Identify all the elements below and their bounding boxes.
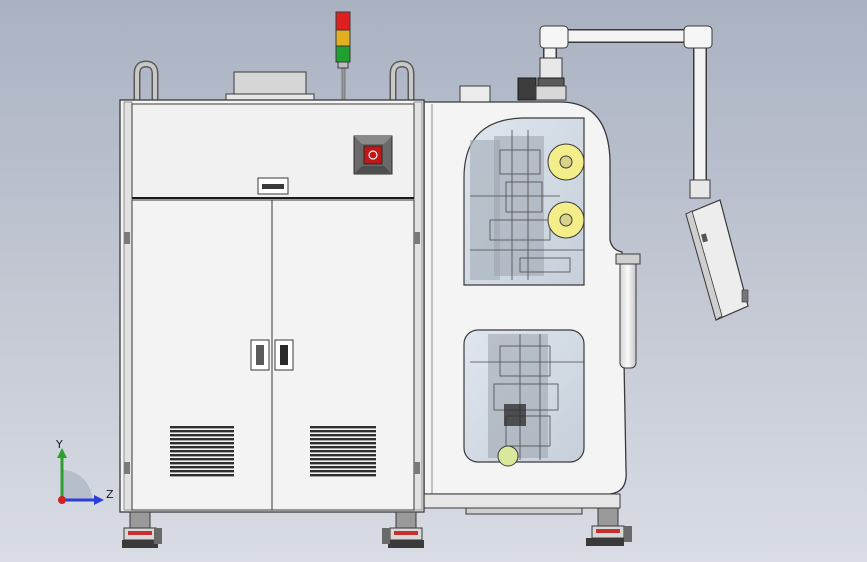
vent-slat: [170, 442, 234, 445]
vent-grille-right: [310, 426, 376, 477]
vent-slat: [170, 446, 234, 449]
vent-slat: [170, 430, 234, 433]
vent-grille-left: [170, 426, 234, 477]
vent-slat: [170, 462, 234, 465]
vent-slat: [170, 470, 234, 473]
vent-slat: [170, 474, 234, 477]
vent-slat: [310, 442, 376, 445]
vent-slat: [170, 454, 234, 457]
vent-slat: [170, 426, 234, 429]
y-axis-arrow: [57, 448, 67, 458]
axis-triad: Y Z: [55, 438, 114, 505]
left-cabinet: [119, 11, 425, 513]
y-axis-label: Y: [55, 438, 63, 451]
vent-slat: [310, 434, 376, 437]
vent-slat: [170, 434, 234, 437]
lower-window: [463, 329, 585, 467]
vent-slat: [170, 458, 234, 461]
vent-slat: [310, 446, 376, 449]
x-axis-dot: [58, 496, 66, 504]
vent-slat: [310, 426, 376, 429]
vent-slat: [310, 450, 376, 453]
z-axis-label: Z: [106, 488, 114, 501]
vent-slat: [310, 458, 376, 461]
vent-slat: [310, 474, 376, 477]
vent-slat: [170, 450, 234, 453]
vent-slat: [310, 430, 376, 433]
upper-window: [463, 117, 585, 286]
vent-slat: [170, 466, 234, 469]
vent-slat: [310, 470, 376, 473]
vent-slat: [310, 438, 376, 441]
z-axis-arrow: [94, 495, 104, 505]
foot-2: [382, 511, 424, 548]
foot-1: [122, 511, 162, 548]
leveling-feet: [122, 507, 632, 548]
vent-slat: [310, 466, 376, 469]
vent-slat: [310, 462, 376, 465]
foot-3: [586, 507, 632, 546]
control-pendant: [685, 199, 749, 321]
vent-slat: [310, 454, 376, 457]
vent-slat: [170, 438, 234, 441]
